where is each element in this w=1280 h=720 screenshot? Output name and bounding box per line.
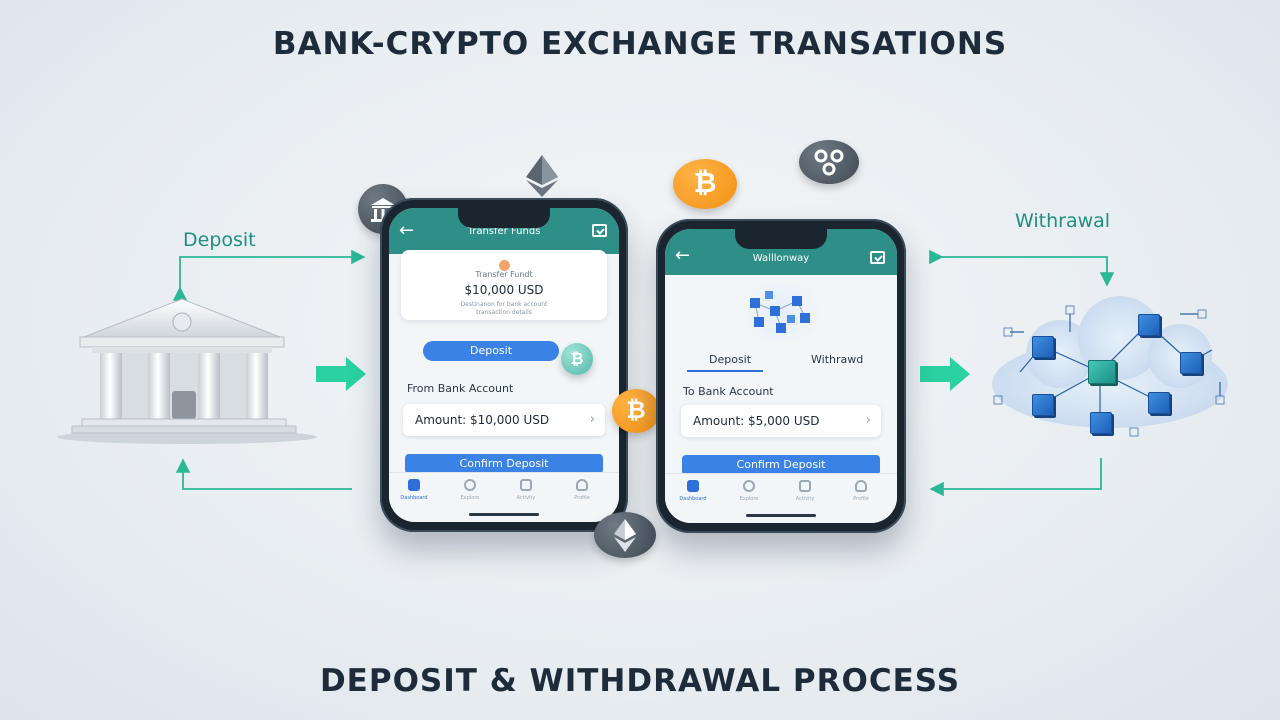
withdrawal-top-arrow [929, 249, 1115, 287]
ethereum-icon [522, 153, 562, 199]
block-node [1090, 412, 1112, 434]
tab-explore[interactable]: Explore [450, 479, 490, 501]
header-title: Transfer Funds [467, 226, 541, 237]
phone-notch [458, 208, 550, 228]
right-phone: ← Walllonway Deposit Withrawd To Bank Ac… [656, 219, 906, 533]
block-node [1032, 336, 1054, 358]
left-phone: ← Transfer Funds Transfer Fundt $10,000 … [380, 198, 628, 532]
search-icon [464, 479, 476, 491]
withdrawal-bottom-arrow [929, 458, 1102, 497]
wallet-icon[interactable] [870, 251, 885, 264]
activity-icon [520, 479, 532, 491]
tab-dashboard[interactable]: Dashboard [673, 480, 713, 502]
to-bank-label: To Bank Account [683, 385, 774, 398]
home-indicator [746, 514, 816, 517]
block-node [1138, 314, 1160, 336]
bank-building [52, 295, 322, 445]
withdrawal-label: Withrawal [1015, 210, 1111, 232]
page-title: BANK-CRYPTO EXCHANGE TRANSATIONS [272, 26, 1008, 62]
ripple-icon [799, 140, 859, 184]
chevron-right-icon: › [589, 412, 595, 427]
tab-activity[interactable]: Activity [506, 479, 546, 501]
home-icon [408, 479, 420, 491]
bitcoin-icon: ₿ [673, 159, 737, 209]
chevron-right-icon: › [865, 413, 871, 428]
bitcoin-icon: ₿ [561, 343, 593, 375]
deposit-pill-button[interactable]: Deposit [423, 341, 559, 361]
tab-dashboard[interactable]: Dashboard [394, 479, 434, 501]
block-node [1148, 392, 1170, 414]
segment-underline [687, 370, 763, 372]
block-node [1032, 394, 1054, 416]
home-indicator [469, 513, 539, 516]
transfer-icon [498, 260, 510, 271]
bank-icon [57, 298, 317, 444]
back-arrow-icon[interactable]: ← [675, 245, 691, 266]
deposit-label: Deposit [183, 229, 256, 251]
profile-icon [576, 479, 588, 491]
network-graphic [735, 283, 827, 341]
activity-icon [799, 480, 811, 492]
process-title: DEPOSIT & WITHDRAWAL PROCESS [319, 663, 961, 699]
amount-value: Amount: $10,000 USD [415, 413, 550, 427]
bitcoin-icon: ₿ [612, 389, 660, 433]
from-bank-label: From Bank Account [407, 382, 514, 395]
search-icon [743, 480, 755, 492]
blockchain-icon [750, 291, 810, 333]
ethereum-icon [594, 512, 656, 558]
block-node [1180, 352, 1202, 374]
amount-field[interactable]: Amount: $5,000 USD › [681, 405, 881, 437]
tab-activity[interactable]: Activity [785, 480, 825, 502]
block-node [1088, 360, 1116, 384]
back-arrow-icon[interactable]: ← [399, 220, 415, 241]
tab-profile[interactable]: Profile [841, 480, 881, 502]
confirm-deposit-button[interactable]: Confirm Deposit [405, 454, 603, 474]
tab-explore[interactable]: Explore [729, 480, 769, 502]
amount-display: $10,000 USD [464, 283, 544, 297]
amount-field[interactable]: Amount: $10,000 USD › [403, 404, 605, 436]
deposit-top-arrow [172, 249, 366, 301]
header-title: Walllonway [752, 253, 810, 264]
phone-notch [735, 229, 827, 249]
amount-value: Amount: $5,000 USD [693, 414, 820, 428]
profile-icon [855, 480, 867, 492]
deposit-bottom-arrow [175, 458, 352, 490]
segment-withdrawal[interactable]: Withrawd [811, 353, 864, 366]
card-sub-line2: transaction details [476, 309, 532, 316]
phone-to-cloud-arrow [920, 357, 970, 391]
wallet-icon[interactable] [592, 224, 607, 237]
card-sub-line1: Destinanon for bank account [460, 301, 548, 308]
transfer-card: Transfer Fundt $10,000 USD Destinanon fo… [401, 250, 607, 320]
tab-bar: Dashboard Explore Activity Profile [389, 472, 619, 522]
home-icon [687, 480, 699, 492]
blockchain-cloud [980, 292, 1240, 452]
tab-profile[interactable]: Profile [562, 479, 602, 501]
tab-bar: Dashboard Explore Activity Profile [665, 473, 897, 523]
confirm-deposit-button[interactable]: Confirm Deposit [682, 455, 880, 475]
segment-deposit[interactable]: Deposit [709, 353, 752, 366]
card-caption: Transfer Fundt [475, 270, 533, 279]
bank-to-phone-arrow [316, 357, 366, 391]
